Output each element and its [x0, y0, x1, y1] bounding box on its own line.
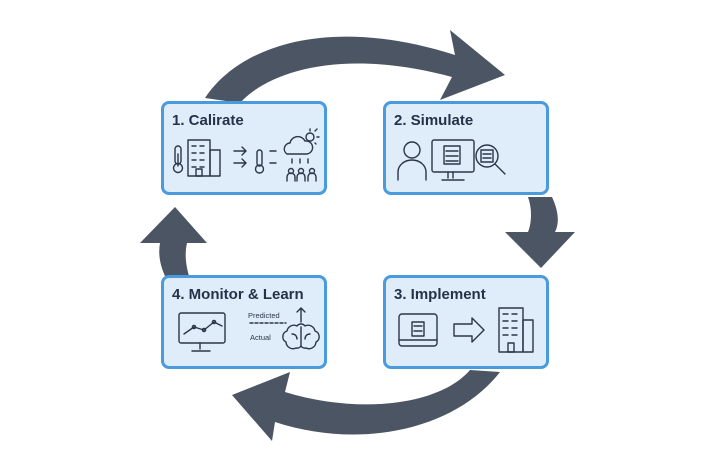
chart-line-icon	[178, 312, 226, 352]
cycle-arrow-right	[505, 197, 575, 268]
person-icon	[397, 141, 427, 181]
monitor-icon	[431, 139, 475, 181]
thermometer-icon	[254, 149, 265, 174]
step-title: 4. Monitor & Learn	[172, 286, 304, 303]
step-title: 1. Calirate	[172, 112, 244, 129]
step-title: 3. Implement	[394, 286, 486, 303]
cloud-sun-icon	[283, 128, 320, 164]
predicted-label: Predicted	[248, 311, 280, 320]
cycle-arrow-left	[140, 207, 207, 276]
step-card-simulate: 2. Simulate	[383, 101, 549, 195]
thermometer-icon	[172, 145, 184, 174]
magnifier-icon	[475, 144, 506, 175]
arrow-right-icon	[233, 146, 247, 168]
step-title: 2. Simulate	[394, 112, 474, 129]
tablet-icon	[398, 313, 438, 347]
brain-icon	[282, 323, 320, 350]
people-icon	[286, 167, 317, 182]
cycle-arrow-bottom	[232, 370, 500, 441]
cycle-arrow-top	[205, 30, 505, 103]
building-icon	[498, 307, 534, 353]
step-card-implement: 3. Implement	[383, 275, 549, 369]
arrow-right-icon	[453, 317, 485, 343]
step-card-monitor-learn: 4. Monitor & Learn Predicted Actual	[161, 275, 327, 369]
actual-label: Actual	[250, 333, 271, 342]
dash-icon	[269, 150, 277, 164]
step-card-calibrate: 1. Calirate	[161, 101, 327, 195]
building-icon	[187, 139, 221, 177]
arrow-up-icon	[296, 307, 306, 323]
